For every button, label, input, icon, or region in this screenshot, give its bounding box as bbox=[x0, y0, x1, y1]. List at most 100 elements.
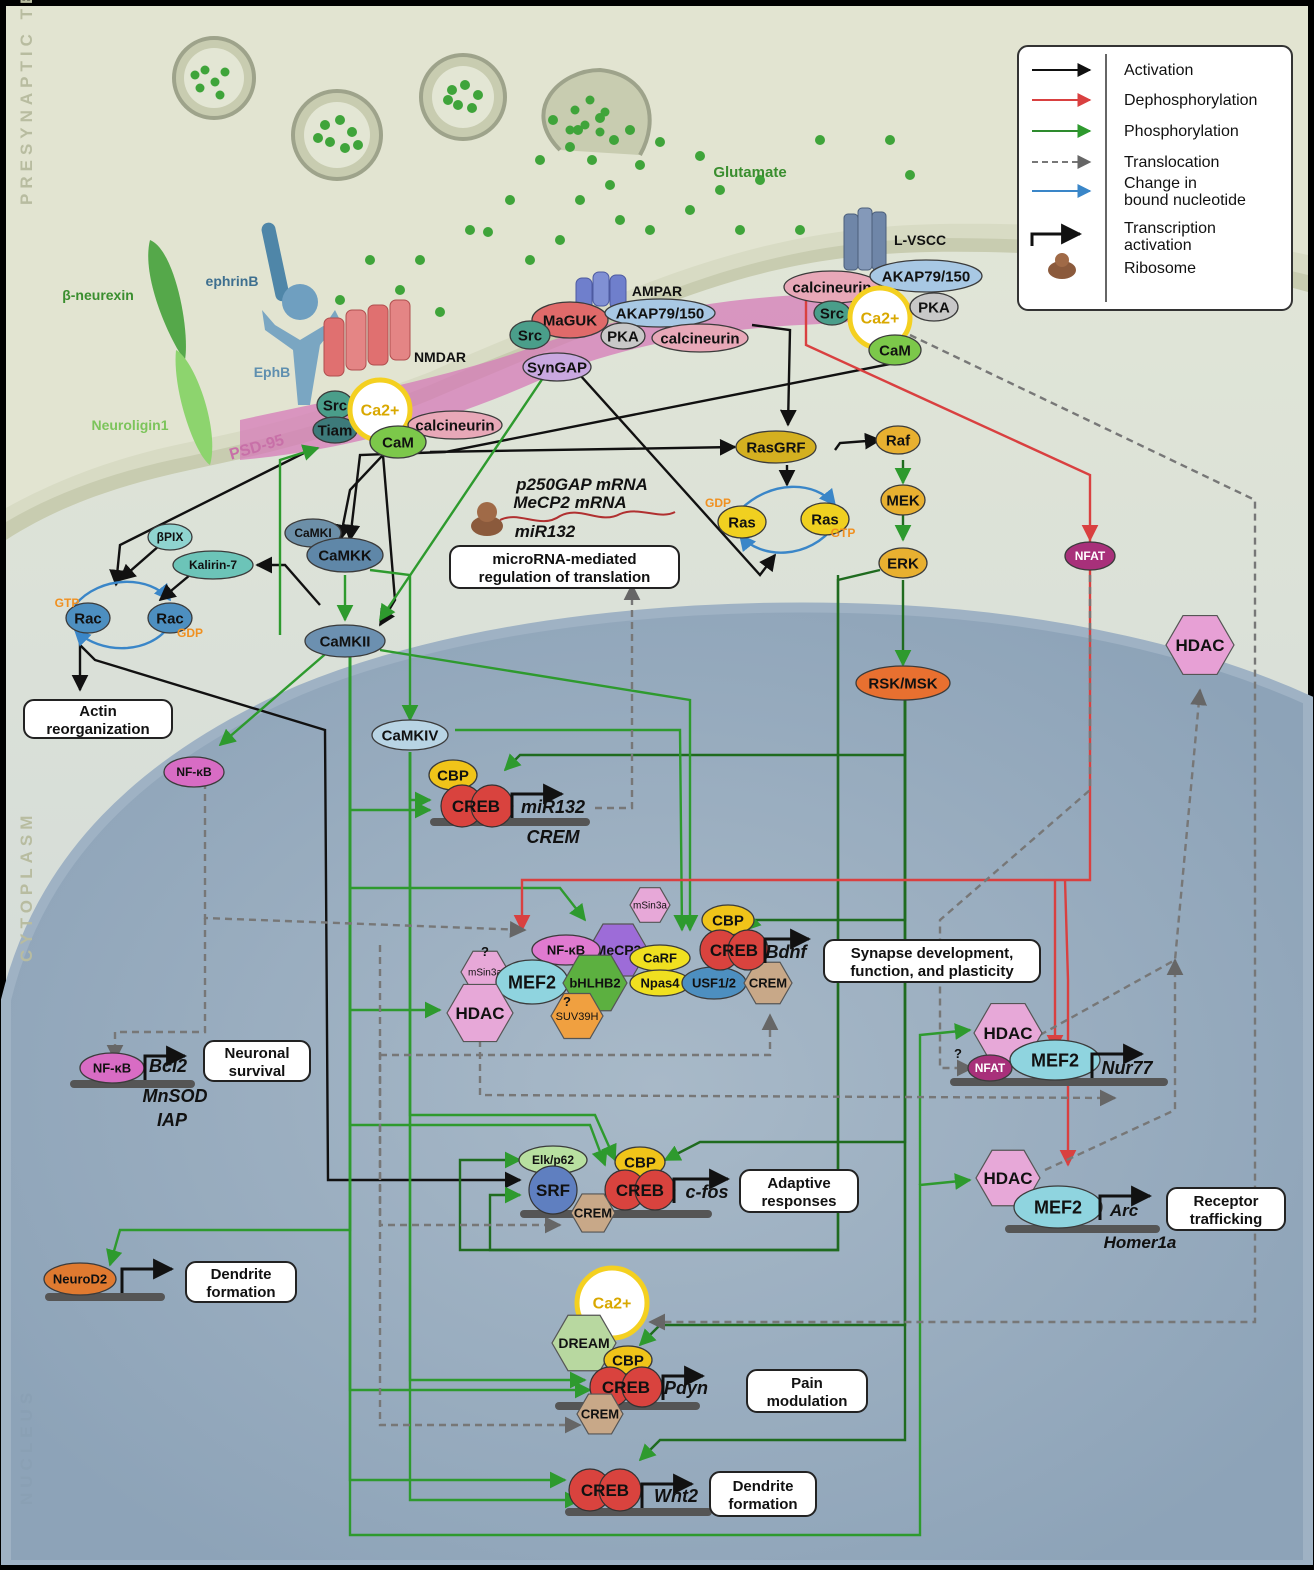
calcineurin-to-nfat bbox=[804, 300, 1099, 542]
region-presynaptic: PRESYNAPTIC TERMINAL bbox=[17, 0, 36, 205]
ribosome-large bbox=[477, 502, 497, 522]
gene-wnt2: Wnt2 bbox=[654, 1486, 698, 1506]
src-ampar-label: Src bbox=[518, 327, 542, 344]
dna-neurod2 bbox=[45, 1293, 165, 1301]
gene-mnsod: MnSOD bbox=[143, 1086, 208, 1106]
camkii: CaMKII bbox=[304, 624, 386, 658]
glutamate-dot bbox=[685, 205, 695, 215]
tiam-label: Tiam bbox=[318, 422, 353, 439]
carf: CaRF bbox=[629, 944, 691, 972]
glutamate-dot bbox=[587, 155, 597, 165]
vesicle-glutamate bbox=[335, 115, 345, 125]
tss-mir132 bbox=[510, 783, 565, 818]
legend-item: Dephosphorylation bbox=[1032, 92, 1257, 109]
survival-box-line2: survival bbox=[229, 1063, 286, 1080]
glutamate-dot bbox=[505, 195, 515, 205]
camkii-to-nfkb bbox=[218, 649, 331, 747]
gdp-label: GDP bbox=[705, 496, 731, 510]
hdac-arc-label: HDAC bbox=[983, 1169, 1032, 1188]
vesicle-glutamate bbox=[580, 120, 590, 130]
syngap: SynGAP bbox=[522, 352, 592, 382]
legend-label: Ribosome bbox=[1124, 260, 1196, 277]
nfkb-bcl2-label: NF-κB bbox=[93, 1061, 131, 1076]
camkii-to-tiam bbox=[278, 444, 320, 635]
beta-neurexin bbox=[148, 240, 186, 360]
tss-cfos bbox=[672, 1168, 731, 1203]
glutamate-dot bbox=[715, 185, 725, 195]
vesicle-glutamate bbox=[565, 125, 575, 135]
mir132-to-micro bbox=[595, 583, 641, 810]
vesicle-glutamate bbox=[320, 120, 330, 130]
calcineurin-lvscc: calcineurin bbox=[783, 270, 881, 304]
ca-lvscc-label: Ca2+ bbox=[861, 311, 900, 328]
dna-nur77 bbox=[950, 1078, 1168, 1086]
neurod2-label: NeuroD2 bbox=[53, 1272, 107, 1287]
dendrite-box-1-line2: formation bbox=[206, 1284, 275, 1301]
rac-gdp: Rac bbox=[147, 602, 193, 634]
glutamate-dot bbox=[755, 175, 765, 185]
calcineurin-to-mef2-arc bbox=[1059, 879, 1077, 1167]
crem-to-pdyn bbox=[378, 1040, 582, 1434]
gene-bcl2: Bcl2 bbox=[149, 1056, 187, 1076]
glutamate-dot bbox=[483, 227, 493, 237]
legend: ActivationDephosphorylationPhosphorylati… bbox=[1017, 45, 1293, 311]
legend-item: Activation bbox=[1032, 62, 1193, 79]
creb-bdnf: CREB bbox=[710, 941, 758, 960]
vesicle-glutamate bbox=[600, 107, 610, 117]
crem-bdnf: CREM bbox=[743, 961, 793, 1005]
usf: USF1/2 bbox=[681, 966, 747, 1000]
ras-gdp-to-gtp bbox=[739, 485, 837, 511]
rac-loop-bottom bbox=[73, 624, 171, 650]
actin-box-line1: Actin bbox=[79, 703, 117, 720]
vesicle-glutamate bbox=[353, 140, 363, 150]
q-msin3a: ? bbox=[481, 944, 489, 959]
legend-item: Translocation bbox=[1032, 154, 1219, 171]
glutamate-dot bbox=[435, 307, 445, 317]
carf-label: CaRF bbox=[643, 951, 677, 966]
glutamate-dot bbox=[615, 215, 625, 225]
rac-gtp-label: Rac bbox=[74, 610, 102, 627]
tss-pdyn bbox=[661, 1365, 706, 1400]
calcineurin-nmdar: calcineurin bbox=[407, 410, 503, 440]
cam-nmdar-label: CaM bbox=[382, 434, 414, 451]
mrna-p250: p250GAP mRNA bbox=[515, 475, 648, 494]
ras-gdp: Ras bbox=[717, 505, 767, 539]
src-lvscc-label: Src bbox=[820, 305, 844, 322]
nfkb-cyto: NF-κB bbox=[163, 756, 225, 788]
synapse-box-line1: Synapse development, bbox=[851, 945, 1014, 962]
gene-cfos: c-fos bbox=[685, 1182, 728, 1202]
pka-lvscc: PKA bbox=[909, 292, 959, 322]
lvscc-label: L-VSCC bbox=[894, 232, 946, 248]
creb-bdnf-b bbox=[727, 929, 769, 971]
camkii-to-creb-bdnf bbox=[379, 648, 699, 932]
camkii-to-hdac-nur77 bbox=[918, 1023, 972, 1185]
rac-gdp-label: GDP bbox=[177, 626, 203, 640]
rasgrf: RasGRF bbox=[735, 430, 817, 464]
legend-label: Translocation bbox=[1124, 154, 1219, 171]
elk: Elk/p62 bbox=[518, 1145, 588, 1175]
tss-nur77 bbox=[1090, 1043, 1145, 1078]
glutamate-dot bbox=[335, 295, 345, 305]
mef2-bdnf-label: MEF2 bbox=[508, 972, 556, 992]
legend-label: Dephosphorylation bbox=[1124, 92, 1257, 109]
mecp2-label: MeCP2 bbox=[595, 942, 642, 958]
camkk-label: CaMKK bbox=[318, 547, 372, 564]
legend-item: Phosphorylation bbox=[1032, 123, 1239, 140]
cbp-cfos: CBP bbox=[614, 1146, 666, 1178]
glutamate-dot bbox=[465, 225, 475, 235]
calcineurin-ampar-label: calcineurin bbox=[660, 330, 739, 347]
glutamate-dot bbox=[609, 135, 619, 145]
crem-loop bbox=[380, 1013, 779, 1057]
camkii-to-kalirin bbox=[255, 556, 321, 606]
vesicle-glutamate bbox=[210, 77, 220, 87]
maguk: MaGUK bbox=[531, 301, 609, 339]
vesicle-glutamate bbox=[215, 90, 225, 100]
gene-arc: Arc bbox=[1109, 1201, 1139, 1220]
ras-gtp-label: Ras bbox=[811, 511, 839, 528]
cbp-pdyn-label: CBP bbox=[612, 1352, 644, 1369]
syngap-label: SynGAP bbox=[527, 359, 587, 376]
gene-mir132: miR132 bbox=[521, 797, 585, 817]
